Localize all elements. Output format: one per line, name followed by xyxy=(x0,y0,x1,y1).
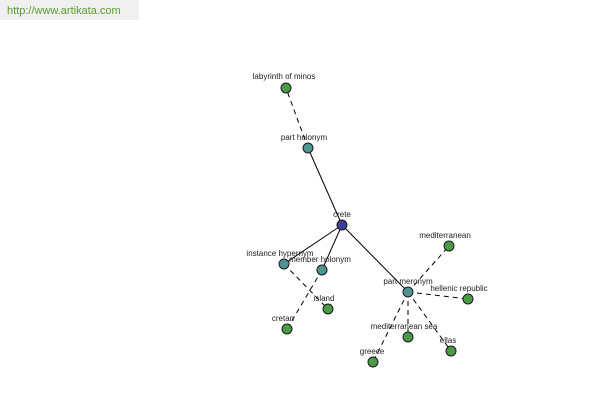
node-circle-greece[interactable] xyxy=(367,356,379,368)
node-circle-part-meronym[interactable] xyxy=(402,286,414,298)
node-ellas[interactable]: ellas xyxy=(440,336,457,357)
node-mediterranean-sea[interactable]: mediterranean sea xyxy=(371,322,438,343)
edge-member-holonym-to-cretan xyxy=(286,269,323,330)
edge-instance-hypernym-to-island xyxy=(283,263,329,310)
node-label-greece: greece xyxy=(360,347,385,356)
node-circle-hellenic-republic[interactable] xyxy=(462,293,474,305)
node-part-holonym[interactable]: part holonym xyxy=(281,133,328,154)
node-label-hellenic-republic: hellenic republic xyxy=(430,284,487,293)
edge-part-meronym-to-hellenic-republic xyxy=(407,291,469,300)
node-circle-labyrinth-of-minos[interactable] xyxy=(280,82,292,94)
node-hellenic-republic[interactable]: hellenic republic xyxy=(430,284,488,305)
node-circle-crete[interactable] xyxy=(336,219,348,231)
node-circle-mediterranean[interactable] xyxy=(443,240,455,252)
node-label-part-meronym: part meronym xyxy=(383,277,433,286)
node-label-cretan: cretan xyxy=(272,314,294,323)
node-circle-cretan[interactable] xyxy=(281,323,293,335)
edge-part-holonym-to-labyrinth-of-minos xyxy=(285,87,309,149)
node-crete[interactable]: crete xyxy=(333,210,351,231)
node-circle-ellas[interactable] xyxy=(445,345,457,357)
node-label-mediterranean-sea: mediterranean sea xyxy=(371,322,438,331)
node-label-mediterranean: mediterranean xyxy=(419,231,471,240)
node-greece[interactable]: greece xyxy=(360,347,385,368)
edge-part-meronym-to-ellas xyxy=(407,291,452,352)
edge-crete-to-member-holonym xyxy=(321,224,343,271)
edge-crete-to-part-holonym xyxy=(307,147,343,226)
node-instance-hypernym[interactable]: instance hypernym xyxy=(246,249,314,270)
node-label-island: island xyxy=(314,294,335,303)
node-label-ellas: ellas xyxy=(440,336,456,345)
edge-crete-to-part-meronym xyxy=(341,224,409,293)
node-label-labyrinth-of-minos: labyrinth of minos xyxy=(253,72,316,81)
node-circle-mediterranean-sea[interactable] xyxy=(402,331,414,343)
source-link[interactable]: http://www.artikata.com xyxy=(0,0,139,20)
node-cretan[interactable]: cretan xyxy=(272,314,294,335)
edges-layer xyxy=(283,87,469,363)
node-labyrinth-of-minos[interactable]: labyrinth of minos xyxy=(253,72,316,94)
node-member-holonym[interactable]: member holonym xyxy=(289,255,351,276)
node-circle-member-holonym[interactable] xyxy=(316,264,328,276)
edge-crete-to-instance-hypernym xyxy=(283,224,343,265)
node-label-part-holonym: part holonym xyxy=(281,133,328,142)
node-label-crete: crete xyxy=(333,210,351,219)
node-island[interactable]: island xyxy=(314,294,335,315)
node-part-meronym[interactable]: part meronym xyxy=(383,277,433,298)
edge-part-meronym-to-mediterranean xyxy=(407,245,450,293)
node-circle-island[interactable] xyxy=(322,303,334,315)
node-label-instance-hypernym: instance hypernym xyxy=(246,249,313,258)
nodes-layer: crete part holonym labyrinth of minos insta… xyxy=(246,72,488,368)
node-circle-instance-hypernym[interactable] xyxy=(278,258,290,270)
node-circle-part-holonym[interactable] xyxy=(302,142,314,154)
edge-part-meronym-to-greece xyxy=(372,291,409,363)
node-label-member-holonym: member holonym xyxy=(289,255,351,264)
node-mediterranean[interactable]: mediterranean xyxy=(419,231,471,252)
